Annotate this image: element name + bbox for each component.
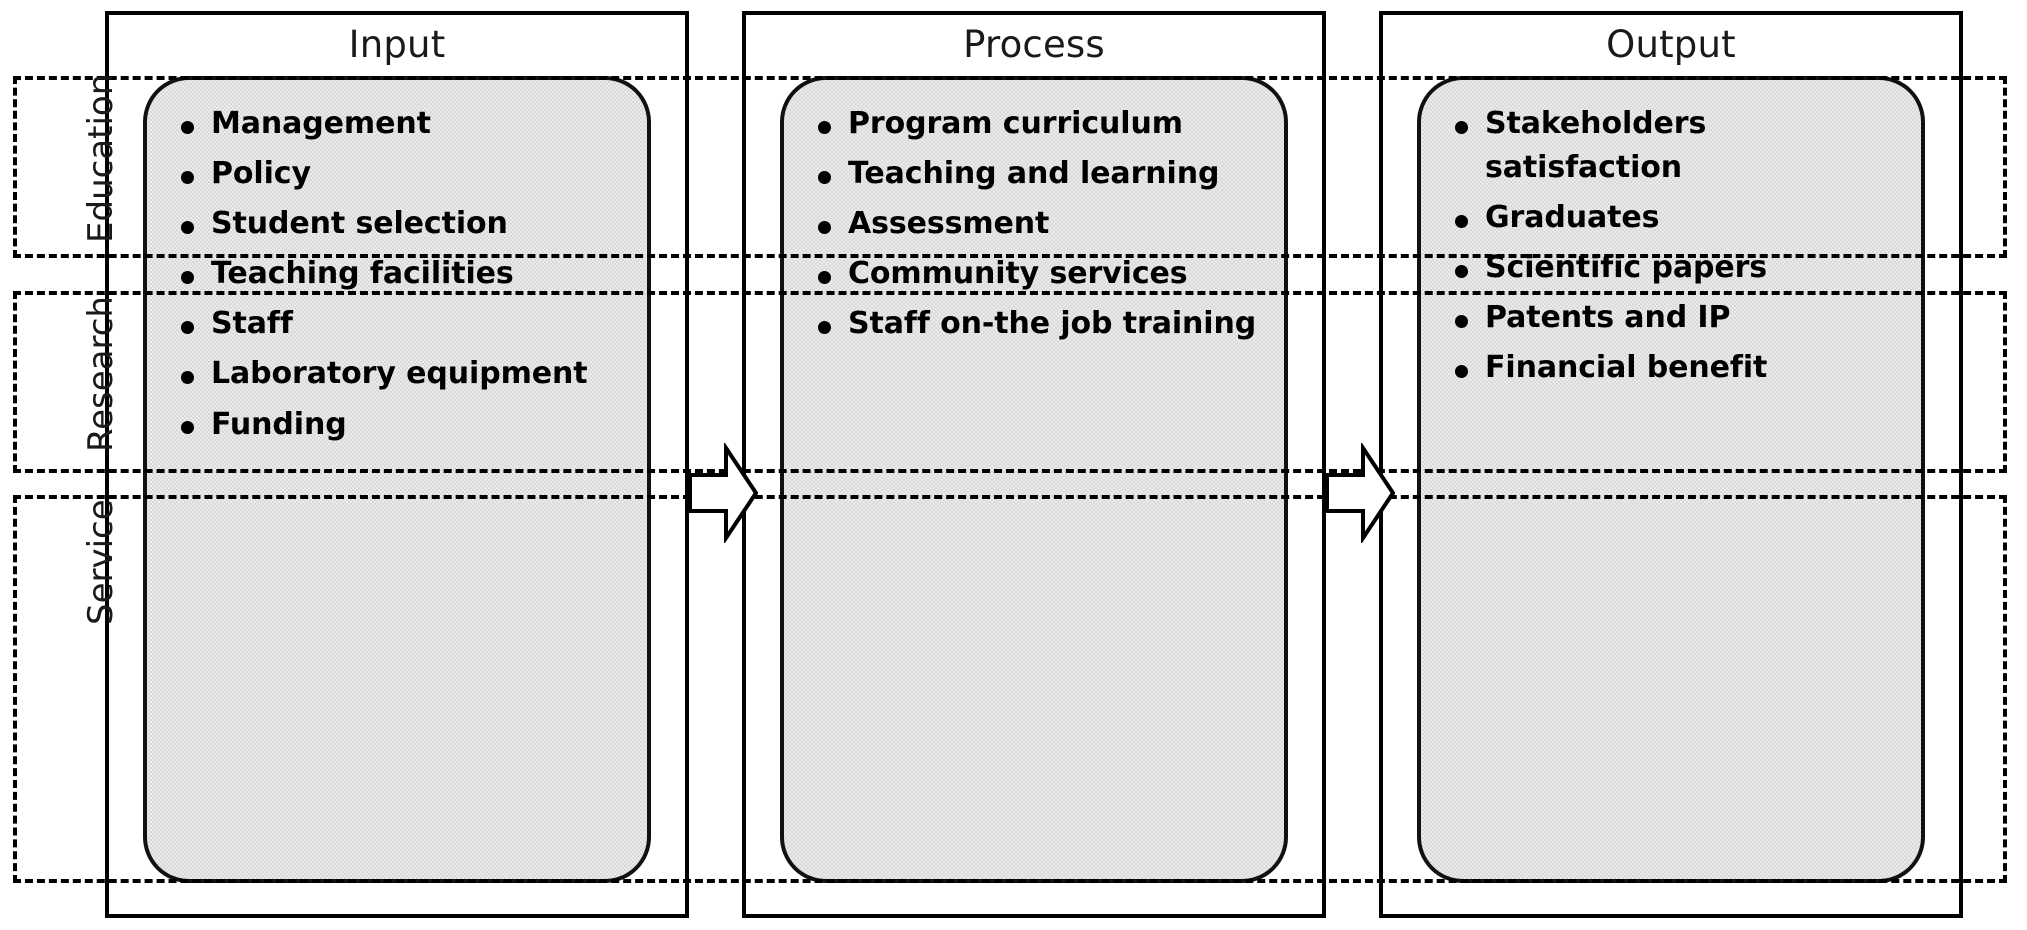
content-box-input: Management Policy Student selection Teac… (143, 76, 651, 883)
column-frame-output (1379, 11, 1963, 918)
list-item-label: Management (211, 106, 431, 141)
bullet-dot-icon (818, 221, 831, 235)
arrow-input-to-process (688, 441, 759, 545)
list-item-label: Program curriculum (848, 106, 1183, 141)
bullet-dot-icon (818, 321, 831, 335)
list-item: Management (173, 102, 621, 146)
list-item: Stakeholders satisfaction (1447, 102, 1895, 190)
list-item: Teaching facilities (173, 252, 621, 296)
list-item-label: Laboratory equipment (211, 356, 588, 392)
band-service (13, 495, 2007, 883)
list-item-label: Funding (211, 406, 347, 442)
band-label-research: Research (81, 296, 121, 452)
column-frame-input (105, 11, 689, 918)
list-item-label: Student selection (211, 206, 508, 242)
content-box-process: Program curriculum Teaching and learning… (780, 76, 1288, 883)
bullet-dot-icon (818, 170, 831, 184)
bullet-dot-icon (181, 371, 194, 385)
bullet-dot-icon (181, 170, 194, 184)
list-item-label: Teaching facilities (211, 256, 514, 292)
list-item: Assessment (810, 202, 1258, 246)
bullet-dot-icon (181, 321, 194, 335)
column-title-process: Process (963, 23, 1105, 66)
list-item: Teaching and learning (810, 152, 1258, 196)
bullet-list-process: Program curriculum Teaching and learning… (810, 102, 1258, 346)
list-item-label: Stakeholders satisfaction (1485, 106, 1707, 186)
list-item-label: Financial benefit (1485, 350, 1768, 386)
list-item-label: Staff on-the job training (848, 306, 1257, 342)
list-item: Staff (173, 302, 621, 346)
content-box-output: Stakeholders satisfaction Graduates Scie… (1417, 76, 1925, 883)
column-title-output: Output (1606, 23, 1736, 66)
list-item-label: Assessment (848, 206, 1050, 242)
column-title-input: Input (348, 23, 446, 66)
list-item-label: Teaching and learning (848, 156, 1220, 192)
list-item: Student selection (173, 202, 621, 246)
list-item: Funding (173, 403, 621, 447)
bullet-dot-icon (1455, 365, 1468, 379)
bullet-dot-icon (181, 221, 194, 235)
band-label-education: Education (81, 73, 121, 243)
bullet-dot-icon (818, 120, 831, 134)
bullet-dot-icon (181, 120, 194, 134)
column-frame-process (742, 11, 1326, 918)
list-item: Patents and IP (1447, 296, 1895, 340)
list-item: Graduates (1447, 196, 1895, 240)
list-item-label: Community services (848, 256, 1188, 292)
bullet-dot-icon (1455, 120, 1468, 134)
list-item-label: Staff (211, 306, 293, 342)
bullet-dot-icon (181, 271, 194, 285)
band-education (13, 76, 2007, 258)
list-item: Staff on-the job training (810, 302, 1258, 346)
bullet-dot-icon (818, 271, 831, 285)
list-item: Policy (173, 152, 621, 196)
list-item: Community services (810, 252, 1258, 296)
list-item-label: Graduates (1485, 200, 1660, 236)
list-item-label: Patents and IP (1485, 300, 1731, 336)
arrow-process-to-output (1325, 441, 1396, 545)
list-item: Program curriculum (810, 102, 1258, 146)
list-item: Laboratory equipment (173, 352, 621, 396)
bullet-dot-icon (181, 421, 194, 435)
bullet-list-input: Management Policy Student selection Teac… (173, 102, 621, 447)
bullet-dot-icon (1455, 265, 1468, 279)
bullet-dot-icon (1455, 315, 1468, 329)
band-research (13, 291, 2007, 473)
bullet-dot-icon (1455, 215, 1468, 229)
list-item: Financial benefit (1447, 346, 1895, 390)
band-label-service: Service (81, 499, 121, 625)
list-item-label: Policy (211, 156, 311, 192)
